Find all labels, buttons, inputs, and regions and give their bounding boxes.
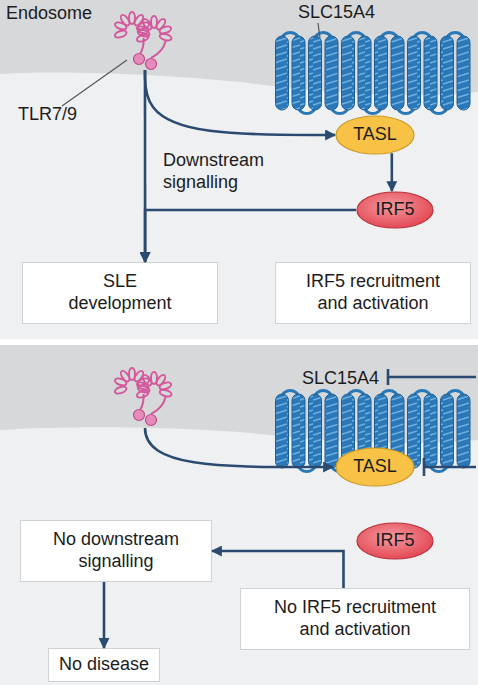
receptor: TLR7/9 bbox=[116, 4, 174, 70]
inhibition-symbol bbox=[424, 458, 476, 476]
leader-line bbox=[62, 60, 127, 106]
edge-label: Downstream signalling bbox=[163, 150, 283, 193]
protein-ellipse: IRF5 bbox=[356, 522, 434, 560]
protein-ellipse: IRF5 bbox=[356, 191, 434, 229]
protein-ellipse: TASL bbox=[335, 115, 415, 155]
node-text: IRF5 bbox=[375, 530, 414, 552]
process-box: No downstream signalling bbox=[20, 520, 212, 582]
signal-arrow bbox=[145, 428, 333, 467]
node-text: No downstream signalling bbox=[36, 529, 196, 572]
transporter: SLC15A4 bbox=[272, 30, 476, 116]
signal-arrow bbox=[103, 582, 106, 648]
receptor-shape bbox=[114, 12, 172, 70]
outcome-box: SLE development bbox=[22, 262, 218, 324]
signal-arrow bbox=[144, 70, 147, 262]
signal-arrow bbox=[212, 551, 344, 588]
protein-ellipse: TASL bbox=[335, 447, 415, 487]
node-text: IRF5 recruitment and activation bbox=[296, 271, 450, 314]
node-text: TASL bbox=[353, 456, 397, 478]
process-box: IRF5 recruitment and activation bbox=[275, 262, 471, 324]
node-text: No disease bbox=[59, 654, 149, 676]
panel-background bbox=[0, 0, 478, 339]
endosome-region bbox=[0, 0, 478, 95]
node-text: No IRF5 recruitment and activation bbox=[269, 597, 441, 640]
compartment-label: Endosome bbox=[6, 3, 92, 25]
ellipse-shape bbox=[336, 116, 414, 154]
protein-label: TLR7/9 bbox=[18, 104, 77, 126]
node-text: TASL bbox=[353, 124, 397, 146]
panel-background bbox=[0, 345, 478, 685]
ellipse-shape bbox=[357, 523, 433, 559]
outcome-box: No disease bbox=[48, 648, 160, 682]
signal-arrow bbox=[390, 153, 393, 191]
protein-label: SLC15A4 bbox=[298, 2, 375, 24]
process-box: No IRF5 recruitment and activation bbox=[240, 588, 470, 650]
endosome-region bbox=[0, 345, 478, 443]
node-text: IRF5 bbox=[375, 199, 414, 221]
node-text: SLE development bbox=[59, 271, 181, 314]
ellipse-shape bbox=[336, 448, 414, 486]
leader-line bbox=[318, 23, 320, 38]
transporter-shape bbox=[276, 33, 471, 114]
signal-arrow bbox=[145, 70, 335, 135]
inhibition-symbol bbox=[388, 369, 476, 385]
receptor-shape bbox=[114, 368, 172, 426]
ellipse-shape bbox=[357, 192, 433, 228]
signal-arrow bbox=[145, 210, 356, 262]
protein-label: SLC15A4 bbox=[302, 368, 379, 390]
